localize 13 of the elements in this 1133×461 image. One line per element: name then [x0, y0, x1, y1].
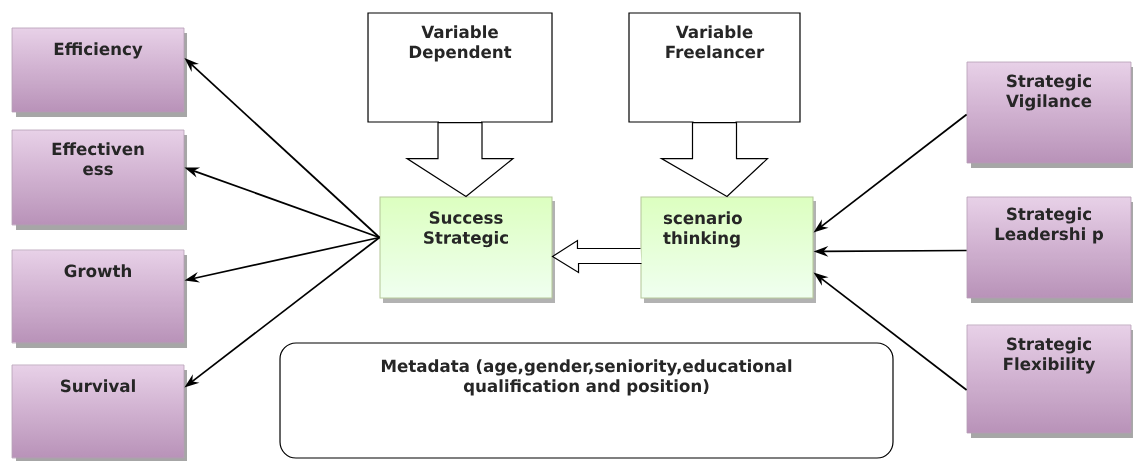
block-arrow [551, 239, 643, 274]
outcome-box: Strategic Flexibility [966, 324, 1133, 438]
callout-box: Variable Dependent [367, 12, 553, 123]
outcome-box: Strategic Vigilance [966, 61, 1133, 168]
outcome-box: Survival [11, 364, 187, 461]
outcome-box: Growth [11, 249, 187, 348]
outcome-box: Efficiency [11, 27, 187, 117]
concept-box: scenario thinking [640, 196, 816, 303]
callout-box: Variable Freelancer [628, 12, 801, 123]
outcome-box: Effectiven ess [11, 129, 187, 230]
outcome-box: Strategic Leadershi p [966, 196, 1133, 303]
note-box: Metadata (age,gender,seniority,educational qualification and position) [279, 342, 894, 459]
concept-box: Success Strategic [379, 196, 555, 303]
